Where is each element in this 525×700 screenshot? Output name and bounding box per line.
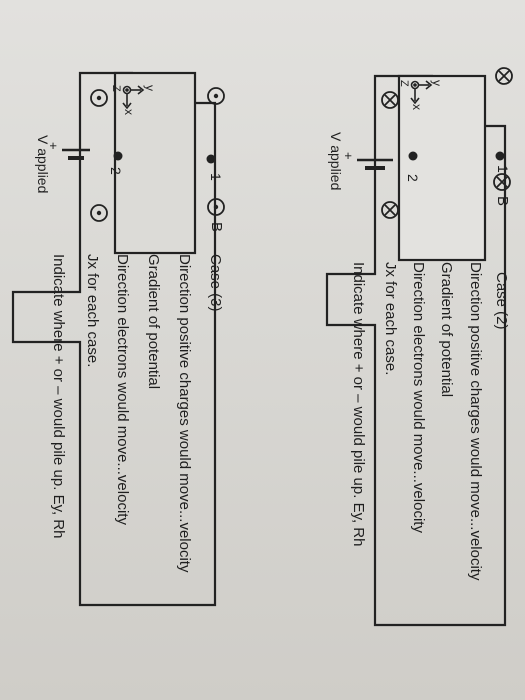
case2-line-positive-charges: Direction positive charges would move...… (467, 262, 484, 581)
case2-field-cross-bottom-right (381, 201, 399, 219)
case2-line-jx: Jx for each case. (382, 262, 399, 376)
case3-wire (11, 71, 217, 607)
case3-field-label: B (208, 222, 225, 233)
case2-axis-z-label: Z (398, 80, 410, 87)
case2-field-cross-top (495, 67, 513, 85)
case2-line-electrons: Direction electrons would move...velocit… (410, 262, 427, 533)
case3-axis-x-label: x (122, 109, 136, 115)
case3-field-dot-bottom-left (90, 89, 108, 107)
case2-axes (410, 80, 433, 105)
case3-line-gradient: Gradient of potential (145, 254, 162, 390)
case2-probe-1-label: 1 (495, 165, 511, 173)
case3-probe-1-label: 1 (208, 173, 224, 181)
case2-probe-2-label: 2 (405, 174, 421, 182)
case3-battery-label: V applied (35, 135, 51, 194)
case3-field-dot-bottom-right (90, 204, 108, 222)
case3-line-positive-charges: Direction positive charges would move...… (176, 254, 193, 573)
case3-probe-2-dot (113, 151, 123, 161)
case3-line-pileup: Indicate where + or – would pile up. Ey,… (50, 254, 67, 539)
case3-line-electrons: Direction electrons would move...velocit… (114, 254, 131, 525)
case2-line-pileup: Indicate where + or – would pile up. Ey,… (350, 262, 367, 547)
case3-probe-1-dot (206, 154, 216, 164)
case3-field-dot-mid (207, 198, 225, 216)
case3-line-jx: Jx for each case. (84, 254, 101, 368)
case2-field-cross-mid (493, 173, 511, 191)
case2-field-cross-bottom-left (381, 91, 399, 109)
case3-axis-z-label: Z (110, 85, 122, 92)
case2-probe-2-dot (408, 151, 418, 161)
case2-sample (397, 74, 487, 262)
case2-wire (325, 74, 507, 627)
case3-diagram (11, 71, 225, 607)
case2-heading: Case (2) (493, 272, 510, 330)
case3-axes (122, 85, 145, 110)
case3-field-dot-top (207, 87, 225, 105)
case2-field-label: B (494, 196, 511, 207)
case2-battery-label: V applied (328, 132, 344, 191)
case3-probe-2-label: 2 (108, 167, 124, 175)
case2-line-gradient: Gradient of potential (438, 262, 455, 398)
case2-probe-1-dot (495, 151, 505, 161)
case3-heading: Case (3) (207, 254, 224, 312)
case3-sample (113, 71, 197, 255)
case2-diagram (325, 67, 513, 627)
case2-axis-y-label: y (430, 80, 444, 86)
case3-axis-y-label: y (143, 85, 157, 91)
case2-axis-x-label: x (410, 104, 424, 110)
